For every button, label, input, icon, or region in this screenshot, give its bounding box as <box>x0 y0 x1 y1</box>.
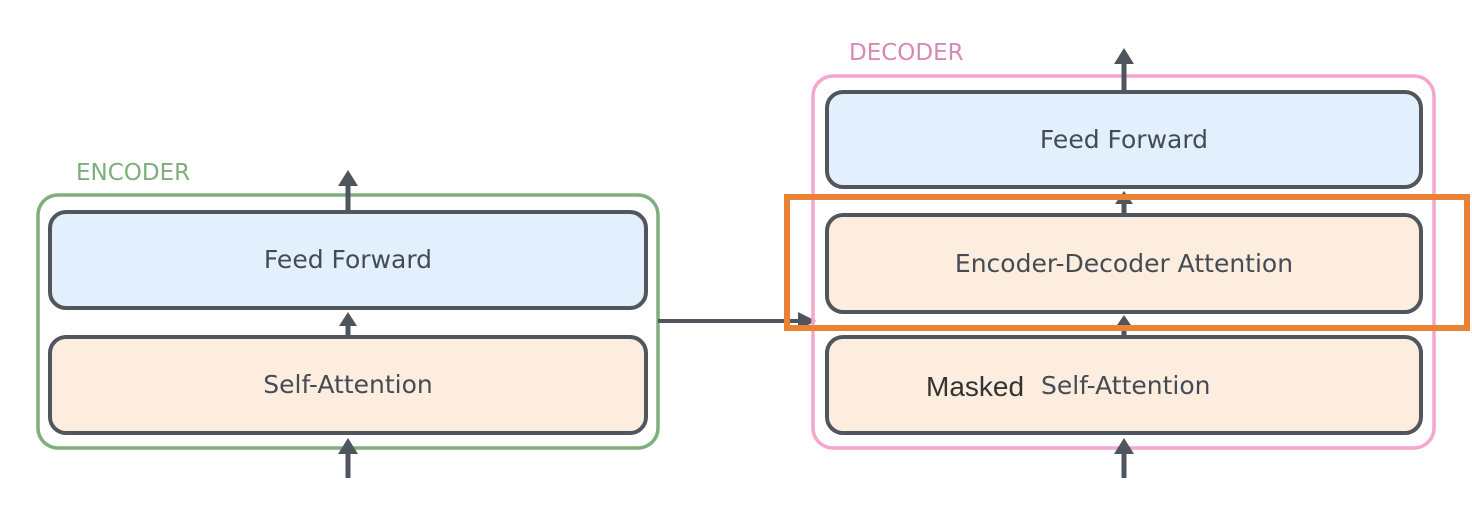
encoder-internal-arrow <box>339 312 357 336</box>
decoder-masked-label: Masked <box>926 371 1024 402</box>
encoder-feed-forward-label: Feed Forward <box>264 245 432 274</box>
decoder-self-attention-label: Self-Attention <box>1041 371 1210 400</box>
encoder-input-arrow <box>338 438 358 478</box>
decoder-feed-forward-block <box>825 90 1423 189</box>
highlight-box <box>784 194 1470 331</box>
decoder-input-arrow <box>1114 438 1134 478</box>
decoder-encoder-decoder-attention-label: Encoder-Decoder Attention <box>955 249 1293 278</box>
decoder-masked-self-attention-block <box>825 335 1423 435</box>
encoder-self-attention-label: Self-Attention <box>263 370 432 399</box>
decoder-feed-forward-label: Feed Forward <box>1040 125 1208 154</box>
encoder-output-arrow <box>338 170 358 210</box>
encoder: ENCODER Feed Forward Self-Attention <box>36 160 660 478</box>
decoder: DECODER Feed Forward Encoder-Decoder Att… <box>811 40 1436 478</box>
decoder-encoder-decoder-attention-block <box>825 213 1423 314</box>
encoder-self-attention-block <box>48 335 648 435</box>
encoder-feed-forward-block <box>48 210 648 310</box>
decoder-label: DECODER <box>849 40 964 66</box>
encoder-label: ENCODER <box>76 160 190 186</box>
decoder-output-arrow <box>1114 48 1134 90</box>
